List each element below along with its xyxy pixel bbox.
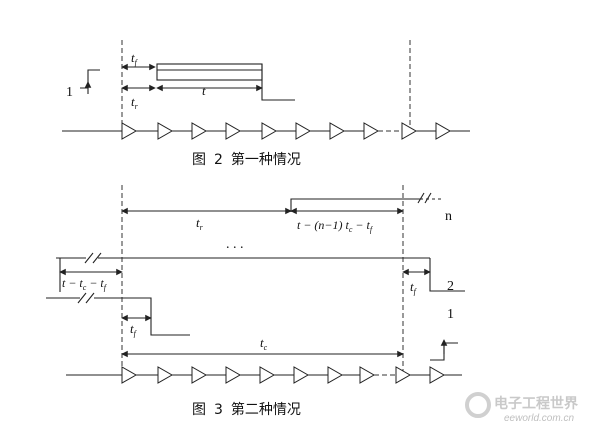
fig2-label-tr: tr xyxy=(131,94,139,111)
buffer-icon xyxy=(259,366,276,384)
fig2-input-step xyxy=(80,69,100,89)
fig2-pulse-box xyxy=(156,63,263,81)
buffer-icon xyxy=(295,122,312,140)
buffer-icon xyxy=(225,122,242,140)
fig2-buffer-chain xyxy=(62,122,470,140)
fig2-signal-label: 1 xyxy=(66,85,73,100)
watermark-line1: 电子工程世界 xyxy=(494,395,579,412)
fig3-expr-left: t − tc − tf xyxy=(62,276,108,292)
buffer-icon xyxy=(401,122,418,140)
fig3-ellipsis: . . . xyxy=(226,237,244,252)
fig3-label-n: n xyxy=(445,209,452,224)
fig2-label-t: t xyxy=(202,83,206,98)
buffer-icon xyxy=(157,122,174,140)
fig2-label-tf: tf xyxy=(131,50,139,67)
buffer-icon xyxy=(429,366,446,384)
buffer-icon xyxy=(395,366,412,384)
buffer-icon xyxy=(293,366,310,384)
buffer-icon xyxy=(121,366,138,384)
buffer-icon xyxy=(359,366,376,384)
fig3-signal-n xyxy=(290,198,420,212)
fig3-label-1: 1 xyxy=(447,307,454,322)
buffer-icon xyxy=(157,366,174,384)
buffer-icon xyxy=(191,366,208,384)
fig3-label-tc: tc xyxy=(260,335,268,352)
fig3-label-2: 2 xyxy=(447,279,454,294)
fig3-label-tr: tr xyxy=(196,215,204,232)
buffer-icon xyxy=(191,122,208,140)
buffer-icon xyxy=(363,122,380,140)
buffer-icon xyxy=(261,122,278,140)
watermark: 电子工程世界 eeworld.com.cn xyxy=(465,392,579,424)
watermark-line2: eeworld.com.cn xyxy=(504,413,574,424)
fig3-expr-top: t − (n−1) tc − tf xyxy=(297,218,374,234)
buffer-icon xyxy=(435,122,452,140)
buffer-icon xyxy=(327,366,344,384)
watermark-logo-icon xyxy=(465,392,491,418)
fig3-label-tf-right: tf xyxy=(410,279,418,296)
buffer-icon xyxy=(225,366,242,384)
buffer-icon xyxy=(121,122,138,140)
fig3-label-tf-left: tf xyxy=(130,321,138,338)
fig3-signal-left-fall xyxy=(94,297,190,336)
figure-2: 1 tf tr t xyxy=(62,40,470,168)
fig2-output-edge xyxy=(261,64,295,101)
buffer-icon xyxy=(329,122,346,140)
figure-3: n tr t − (n−1) tc − tf . . . 2 t − tc − … xyxy=(46,185,465,418)
fig3-buffer-chain xyxy=(66,366,462,384)
